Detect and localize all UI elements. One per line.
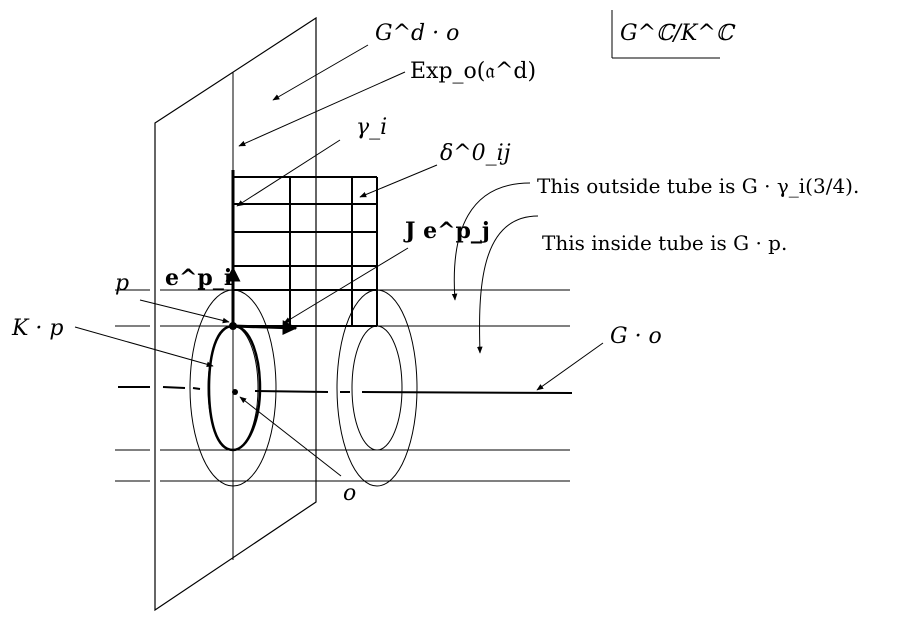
point-o: [232, 389, 238, 395]
label-go: G · o: [610, 324, 662, 349]
space-underline: [611, 10, 720, 59]
label-inside-tube: This inside tube is G · p.: [542, 231, 787, 255]
slice-plane: [154, 16, 317, 612]
label-ei: e^p_i: [165, 265, 232, 291]
label-space: G^ℂ/K^ℂ: [620, 21, 736, 46]
leader-arrows: [74, 44, 604, 477]
tube-lines: [115, 289, 570, 482]
label-je: J e^p_j: [403, 218, 490, 244]
label-kp: K · p: [11, 316, 64, 341]
label-exp: Exp_o(𝔞^d): [410, 59, 536, 84]
label-o: o: [343, 481, 356, 506]
label-outside-tube: This outside tube is G · γ_i(3/4).: [537, 174, 859, 198]
right-inner-ring: [351, 325, 403, 451]
go-axis: [118, 386, 573, 394]
label-p: p: [115, 271, 129, 296]
label-delta: δ^0_ij: [440, 141, 511, 166]
label-gamma: γ_i: [356, 115, 387, 140]
k-orbit-curve: [207, 324, 262, 452]
label-gd-o: G^d · o: [375, 21, 459, 46]
je-vector: [232, 320, 298, 336]
point-p: [229, 322, 237, 330]
